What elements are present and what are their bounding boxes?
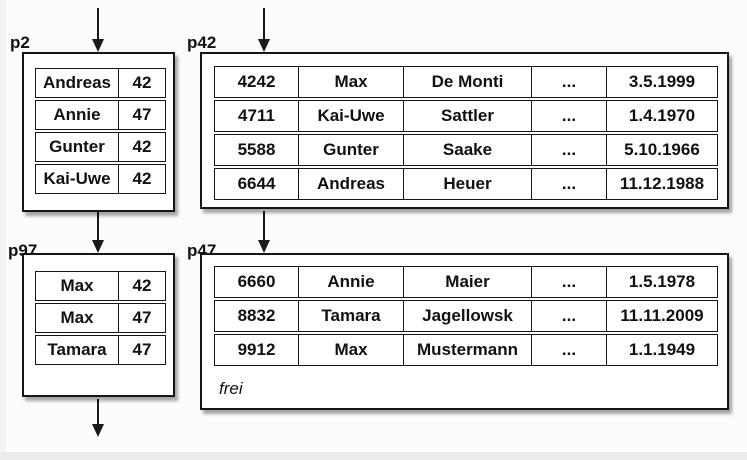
table-cell: ... xyxy=(531,335,606,365)
free-space-label: frei xyxy=(219,379,243,398)
table-cell: Gunter xyxy=(298,135,403,165)
table-cell: 6644 xyxy=(237,174,276,193)
table-cell: ... xyxy=(531,101,606,131)
table-cell: 47 xyxy=(118,336,165,364)
table-cell: Gunter xyxy=(49,137,105,156)
arrow-down-icon xyxy=(258,240,270,253)
table-row: Max 47 xyxy=(35,303,166,333)
arrow-down-icon xyxy=(258,39,270,52)
table-cell: Jagellowsk xyxy=(403,301,531,331)
arrow-down-icon xyxy=(92,424,104,437)
slide-left-edge xyxy=(0,0,6,460)
table-cell: 42 xyxy=(118,272,165,300)
table-cell: 1.1.1949 xyxy=(606,335,717,365)
table-cell: Annie xyxy=(298,267,403,297)
table-cell: 42 xyxy=(118,133,165,161)
table-cell: 8832 xyxy=(237,306,276,325)
page-label-p42: p42 xyxy=(187,33,217,52)
table-cell: 1.4.1970 xyxy=(606,101,717,131)
table-row: Gunter 42 xyxy=(35,132,166,162)
table-cell: Max xyxy=(298,335,403,365)
table-cell: 11.12.1988 xyxy=(606,169,717,199)
table-cell: Tamara xyxy=(298,301,403,331)
table-cell: ... xyxy=(531,169,606,199)
table-cell: 5588 xyxy=(237,140,276,159)
table-row: Tamara 47 xyxy=(35,335,166,365)
table-cell: 9912 xyxy=(237,340,276,359)
table-cell: 5.10.1966 xyxy=(606,135,717,165)
table-cell: 47 xyxy=(118,304,165,332)
table-cell: ... xyxy=(531,301,606,331)
table-row: Andreas 42 xyxy=(35,68,166,98)
table-cell: Maier xyxy=(403,267,531,297)
table-cell: Annie xyxy=(53,105,101,124)
table-cell: 42 xyxy=(118,165,165,193)
table-cell: Kai-Uwe xyxy=(298,101,403,131)
table-cell: Sattler xyxy=(403,101,531,131)
table-cell: 42 xyxy=(118,69,165,97)
table-cell: ... xyxy=(531,67,606,97)
table-cell: 3.5.1999 xyxy=(606,67,717,97)
table-cell: ... xyxy=(531,135,606,165)
table-cell: Heuer xyxy=(403,169,531,199)
table-cell: 11.11.2009 xyxy=(606,301,717,331)
table-cell: Kai-Uwe xyxy=(43,169,111,188)
table-cell: Saake xyxy=(403,135,531,165)
table-cell: Max xyxy=(60,276,94,295)
table-row: Annie 47 xyxy=(35,100,166,130)
table-row: Max 42 xyxy=(35,271,166,301)
arrow-down-icon xyxy=(92,39,104,52)
table-cell: 4242 xyxy=(237,72,276,91)
table-cell: 47 xyxy=(118,101,165,129)
table-cell: 6660 xyxy=(237,272,276,291)
table-cell: Andreas xyxy=(42,73,112,92)
table-cell: Max xyxy=(60,308,94,327)
table-cell: 1.5.1978 xyxy=(606,267,717,297)
table-row: Kai-Uwe 42 xyxy=(35,164,166,194)
table-cell: Max xyxy=(298,67,403,97)
table-cell: 4711 xyxy=(238,106,275,125)
table-cell: De Monti xyxy=(403,67,531,97)
arrow-down-icon xyxy=(92,240,104,253)
table-cell: ... xyxy=(531,267,606,297)
table-cell: Mustermann xyxy=(403,335,531,365)
table-cell: Andreas xyxy=(298,169,403,199)
page-label-p2: p2 xyxy=(10,33,30,52)
slide-bottom-strip xyxy=(0,452,747,460)
table-cell: Tamara xyxy=(47,340,107,359)
